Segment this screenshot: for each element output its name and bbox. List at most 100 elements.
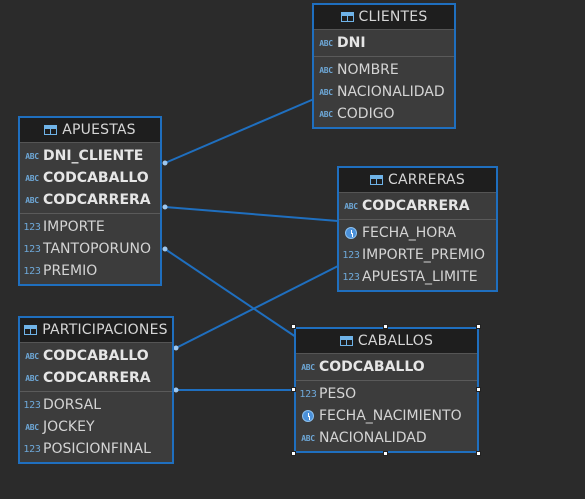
column-row[interactable]: FECHA_HORA [339, 222, 496, 244]
edge-anchor [173, 345, 179, 351]
column-name: TANTOPORUNO [43, 241, 152, 257]
table-header[interactable]: CLIENTES [314, 5, 454, 30]
table-header[interactable]: PARTICIPACIONES [20, 318, 172, 343]
table-title: CABALLOS [357, 333, 434, 349]
number-type-icon: 123 [23, 243, 41, 255]
resize-handle-n[interactable] [383, 324, 388, 329]
table-title: CLIENTES [358, 9, 428, 25]
table-participaciones[interactable]: PARTICIPACIONES ABC CODCABALLO ABC CODCARR… [18, 316, 174, 464]
column-row[interactable]: ABC CODCABALLO [20, 345, 172, 367]
text-type-icon: ABC [25, 151, 39, 161]
edge-anchor [162, 246, 168, 252]
column-name: CODCARRERA [362, 198, 470, 214]
column-name: APUESTA_LIMITE [362, 269, 478, 285]
clock-icon [302, 410, 314, 422]
number-type-icon: 123 [23, 399, 41, 411]
table-icon [339, 336, 353, 346]
column-row[interactable]: ABC JOCKEY [20, 416, 172, 438]
text-type-icon: ABC [344, 201, 358, 211]
table-apuestas[interactable]: APUESTAS ABC DNI_CLIENTE ABC CODCABALLO AB… [18, 116, 162, 286]
number-type-icon: 123 [342, 249, 360, 261]
column-row[interactable]: ABC NACIONALIDAD [296, 427, 477, 449]
number-type-icon: 123 [299, 388, 317, 400]
column-name: IMPORTE [43, 219, 105, 235]
edge-apuestas-caballos[interactable] [164, 248, 297, 338]
text-type-icon: ABC [25, 351, 39, 361]
text-type-icon: ABC [319, 87, 333, 97]
number-type-icon: 123 [342, 271, 360, 283]
column-name: FECHA_HORA [362, 225, 457, 241]
column-name: CODCABALLO [43, 348, 149, 364]
resize-handle-w[interactable] [291, 387, 296, 392]
column-name: CODCABALLO [43, 170, 149, 186]
text-type-icon: ABC [301, 433, 315, 443]
resize-handle-s[interactable] [383, 451, 388, 456]
table-clientes[interactable]: CLIENTES ABC DNI ABC NOMBRE ABC NACIONALIDA… [312, 3, 456, 129]
edge-anchor [162, 160, 168, 166]
column-name: NACIONALIDAD [337, 84, 445, 100]
text-type-icon: ABC [25, 173, 39, 183]
number-type-icon: 123 [23, 265, 41, 277]
text-type-icon: ABC [301, 362, 315, 372]
column-name: DORSAL [43, 397, 102, 413]
edge-anchor [162, 204, 168, 210]
column-name: CODCABALLO [319, 359, 425, 375]
column-name: FECHA_NACIMIENTO [319, 408, 462, 424]
column-row[interactable]: ABC NOMBRE [314, 59, 454, 81]
column-row[interactable]: ABC DNI [314, 32, 454, 54]
column-name: JOCKEY [43, 419, 95, 435]
text-type-icon: ABC [25, 373, 39, 383]
table-icon [44, 125, 58, 135]
resize-handle-se[interactable] [476, 451, 481, 456]
column-row[interactable]: ABC CODCARRERA [20, 367, 172, 389]
column-row[interactable]: ABC CODCABALLO [296, 356, 477, 378]
edge-apuestas-clientes[interactable] [164, 98, 315, 164]
column-name: PREMIO [43, 263, 98, 279]
column-name: NOMBRE [337, 62, 399, 78]
resize-handle-nw[interactable] [291, 324, 296, 329]
table-header[interactable]: CARRERAS [339, 168, 496, 193]
table-title: PARTICIPACIONES [42, 322, 168, 338]
column-row[interactable]: ABC NACIONALIDAD [314, 81, 454, 103]
table-icon [370, 175, 384, 185]
table-header[interactable]: CABALLOS [296, 329, 477, 354]
column-name: PESO [319, 386, 357, 402]
column-row[interactable]: FECHA_NACIMIENTO [296, 405, 477, 427]
table-header[interactable]: APUESTAS [20, 118, 160, 143]
column-name: DNI [337, 35, 366, 51]
number-type-icon: 123 [23, 443, 41, 455]
column-name: NACIONALIDAD [319, 430, 427, 446]
text-type-icon: ABC [319, 38, 333, 48]
column-row[interactable]: ABC CODCABALLO [20, 167, 160, 189]
table-title: APUESTAS [62, 122, 136, 138]
text-type-icon: ABC [25, 195, 39, 205]
text-type-icon: ABC [319, 109, 333, 119]
resize-handle-ne[interactable] [476, 324, 481, 329]
column-row[interactable]: ABC DNI_CLIENTE [20, 145, 160, 167]
table-title: CARRERAS [388, 172, 465, 188]
column-name: DNI_CLIENTE [43, 148, 144, 164]
clock-icon [345, 227, 357, 239]
resize-handle-sw[interactable] [291, 451, 296, 456]
column-name: CODCARRERA [43, 370, 151, 386]
edge-apuestas-carreras[interactable] [164, 206, 339, 222]
table-icon [24, 325, 38, 335]
text-type-icon: ABC [25, 422, 39, 432]
resize-handle-e[interactable] [476, 387, 481, 392]
edge-anchor [173, 387, 179, 393]
column-name: POSICIONFINAL [43, 441, 151, 457]
column-row[interactable]: ABC CODCARRERA [339, 195, 496, 217]
text-type-icon: ABC [319, 65, 333, 75]
